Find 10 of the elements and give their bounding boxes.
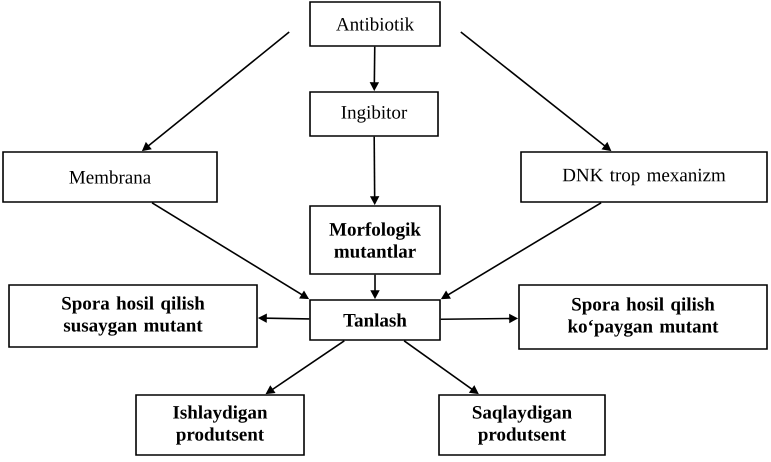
- process-box: Antibiotik: [309, 1, 441, 47]
- process-box: Membrana: [2, 151, 218, 203]
- process-box: Ingibitor: [309, 91, 439, 137]
- process-box: Ishlaydigan produtsent: [135, 394, 305, 456]
- process-box: DNK trop mexanizm: [520, 151, 768, 203]
- process-box: Morfologik mutantlar: [309, 205, 441, 275]
- process-box: Spora hosil qilish susaygan mutant: [8, 284, 258, 348]
- process-box: Spora hosil qilish ko‘paygan mutant: [518, 284, 768, 350]
- process-box: Tanlash: [309, 299, 441, 341]
- process-box: Saqlaydigan produtsent: [438, 394, 606, 456]
